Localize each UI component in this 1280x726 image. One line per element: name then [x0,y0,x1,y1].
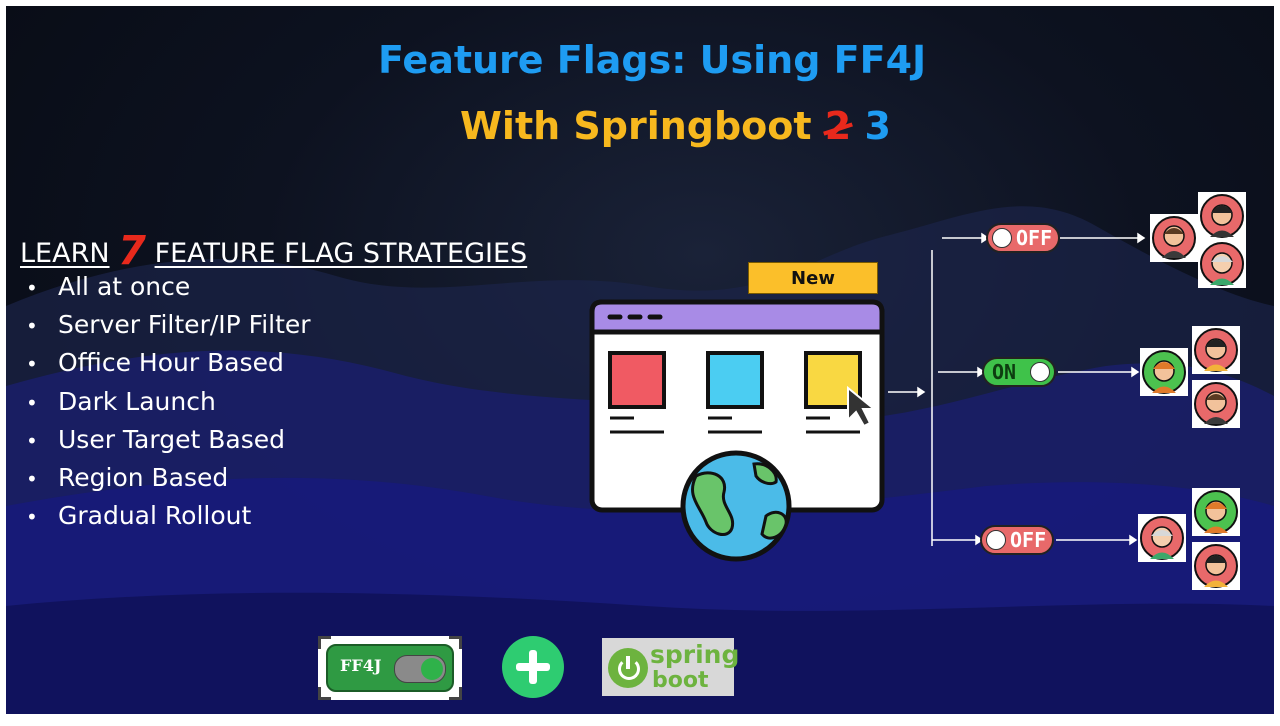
ff4j-logo-body: FF4J [326,644,454,692]
list-item: •All at once [26,272,191,301]
flow-connectors [888,232,1146,546]
user-avatar-icon [1192,326,1240,374]
spring-logo-text: spring [650,640,740,669]
strategy-label: Region Based [58,462,229,492]
strategy-label: Office Hour Based [58,348,284,378]
toggle-off-1: OFF [986,223,1060,253]
boot-logo-text: boot [652,668,709,693]
user-avatar-icon [1138,514,1186,562]
heading-learn: LEARN [20,238,110,269]
list-item: •Gradual Rollout [26,501,252,531]
user-avatar-icon [1150,214,1198,262]
toggle-knob [1030,362,1050,382]
ff4j-logo-text: FF4J [340,656,382,675]
toggle-knob [992,228,1012,248]
user-avatar-icon [1198,240,1246,288]
strategies-heading: LEARN 7 FEATURE FLAG STRATEGIES [20,228,527,274]
strategy-list: •All at once •Server Filter/IP Filter •O… [20,268,311,535]
user-avatar-icon [1192,488,1240,536]
list-item: •Office Hour Based [26,348,284,378]
old-version-number: 2 [824,104,852,148]
user-avatar-icon [1198,192,1246,240]
power-icon [608,648,648,688]
list-item: •Server Filter/IP Filter [26,310,311,340]
strategy-label: Server Filter/IP Filter [58,310,311,340]
toggle-label: OFF [1010,528,1047,552]
title-line-1: Feature Flags: Using FF4J [378,38,927,82]
toggle-switch-icon [394,655,446,683]
heading-strategies: FEATURE FLAG STRATEGIES [154,238,528,269]
new-version-number: 3 [864,104,891,148]
strategy-label: Gradual Rollout [58,501,252,531]
feature-diagram [589,232,1146,562]
list-item: •Dark Launch [26,386,216,416]
list-item: •User Target Based [26,424,285,454]
user-avatar-icon [1192,380,1240,428]
toggle-label: ON [992,360,1017,384]
thumbnail-canvas: Feature Flags: Using FF4J With Springboo… [6,6,1274,714]
toggle-knob [986,530,1006,550]
user-avatar-icon [1140,348,1188,396]
browser-window-illustration [589,299,885,562]
toggle-label: OFF [1016,226,1053,250]
list-item: •Region Based [26,462,229,492]
title-line-2-prefix: With Springboot [460,104,812,148]
toggle-on: ON [982,357,1056,387]
strategy-count: 7 [118,228,146,274]
strategy-label: All at once [58,272,191,301]
spring-boot-logo: spring boot [602,638,739,696]
ff4j-logo: FF4J [318,636,462,700]
user-avatar-icon [1192,542,1240,590]
strategy-label: Dark Launch [58,386,216,416]
plus-icon [502,636,564,698]
toggle-off-2: OFF [980,525,1054,555]
title-line-2: With Springboot 2 3 [460,104,891,148]
strategy-label: User Target Based [58,424,285,454]
